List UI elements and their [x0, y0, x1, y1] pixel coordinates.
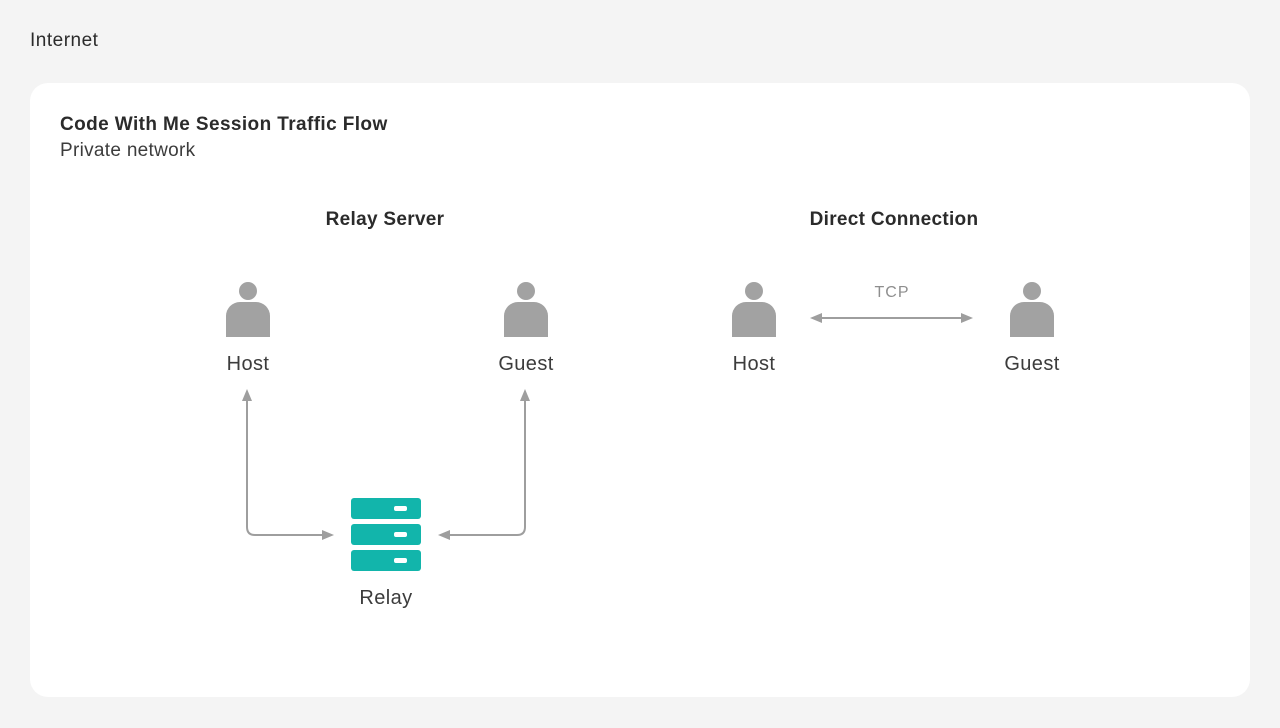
relay-slot	[394, 532, 407, 537]
relay-label: Relay	[359, 587, 413, 609]
relay-guest-person-icon	[504, 282, 548, 337]
relay-host-person-icon	[226, 282, 270, 337]
relay-bar	[351, 498, 421, 519]
direct-host-person-icon	[732, 282, 776, 337]
direct-section-heading: Direct Connection	[809, 209, 979, 230]
relay-server-icon	[351, 498, 421, 571]
relay-slot	[394, 506, 407, 511]
person-body	[504, 302, 548, 337]
direct-guest-label: Guest	[1004, 353, 1060, 375]
person-body	[226, 302, 270, 337]
diagram-subtitle: Private network	[60, 140, 196, 161]
relay-guest-label: Guest	[498, 353, 554, 375]
host-relay-arrow	[242, 389, 334, 540]
tcp-arrow	[810, 313, 973, 323]
direct-host-label: Host	[732, 353, 776, 375]
relay-bar	[351, 550, 421, 571]
direct-guest-person-icon	[1010, 282, 1054, 337]
private-network-card: Code With Me Session Traffic Flow Privat…	[30, 83, 1250, 697]
relay-section-heading: Relay Server	[325, 209, 445, 230]
guest-relay-arrow	[438, 389, 530, 540]
connection-arrows-layer	[242, 313, 973, 540]
tcp-label: TCP	[874, 284, 910, 301]
relay-slot	[394, 558, 407, 563]
person-head	[517, 282, 535, 300]
person-head	[239, 282, 257, 300]
internet-label: Internet	[30, 30, 99, 51]
diagram-title: Code With Me Session Traffic Flow	[60, 114, 388, 135]
person-body	[1010, 302, 1054, 337]
person-head	[745, 282, 763, 300]
person-head	[1023, 282, 1041, 300]
relay-bar	[351, 524, 421, 545]
person-body	[732, 302, 776, 337]
relay-host-label: Host	[226, 353, 270, 375]
